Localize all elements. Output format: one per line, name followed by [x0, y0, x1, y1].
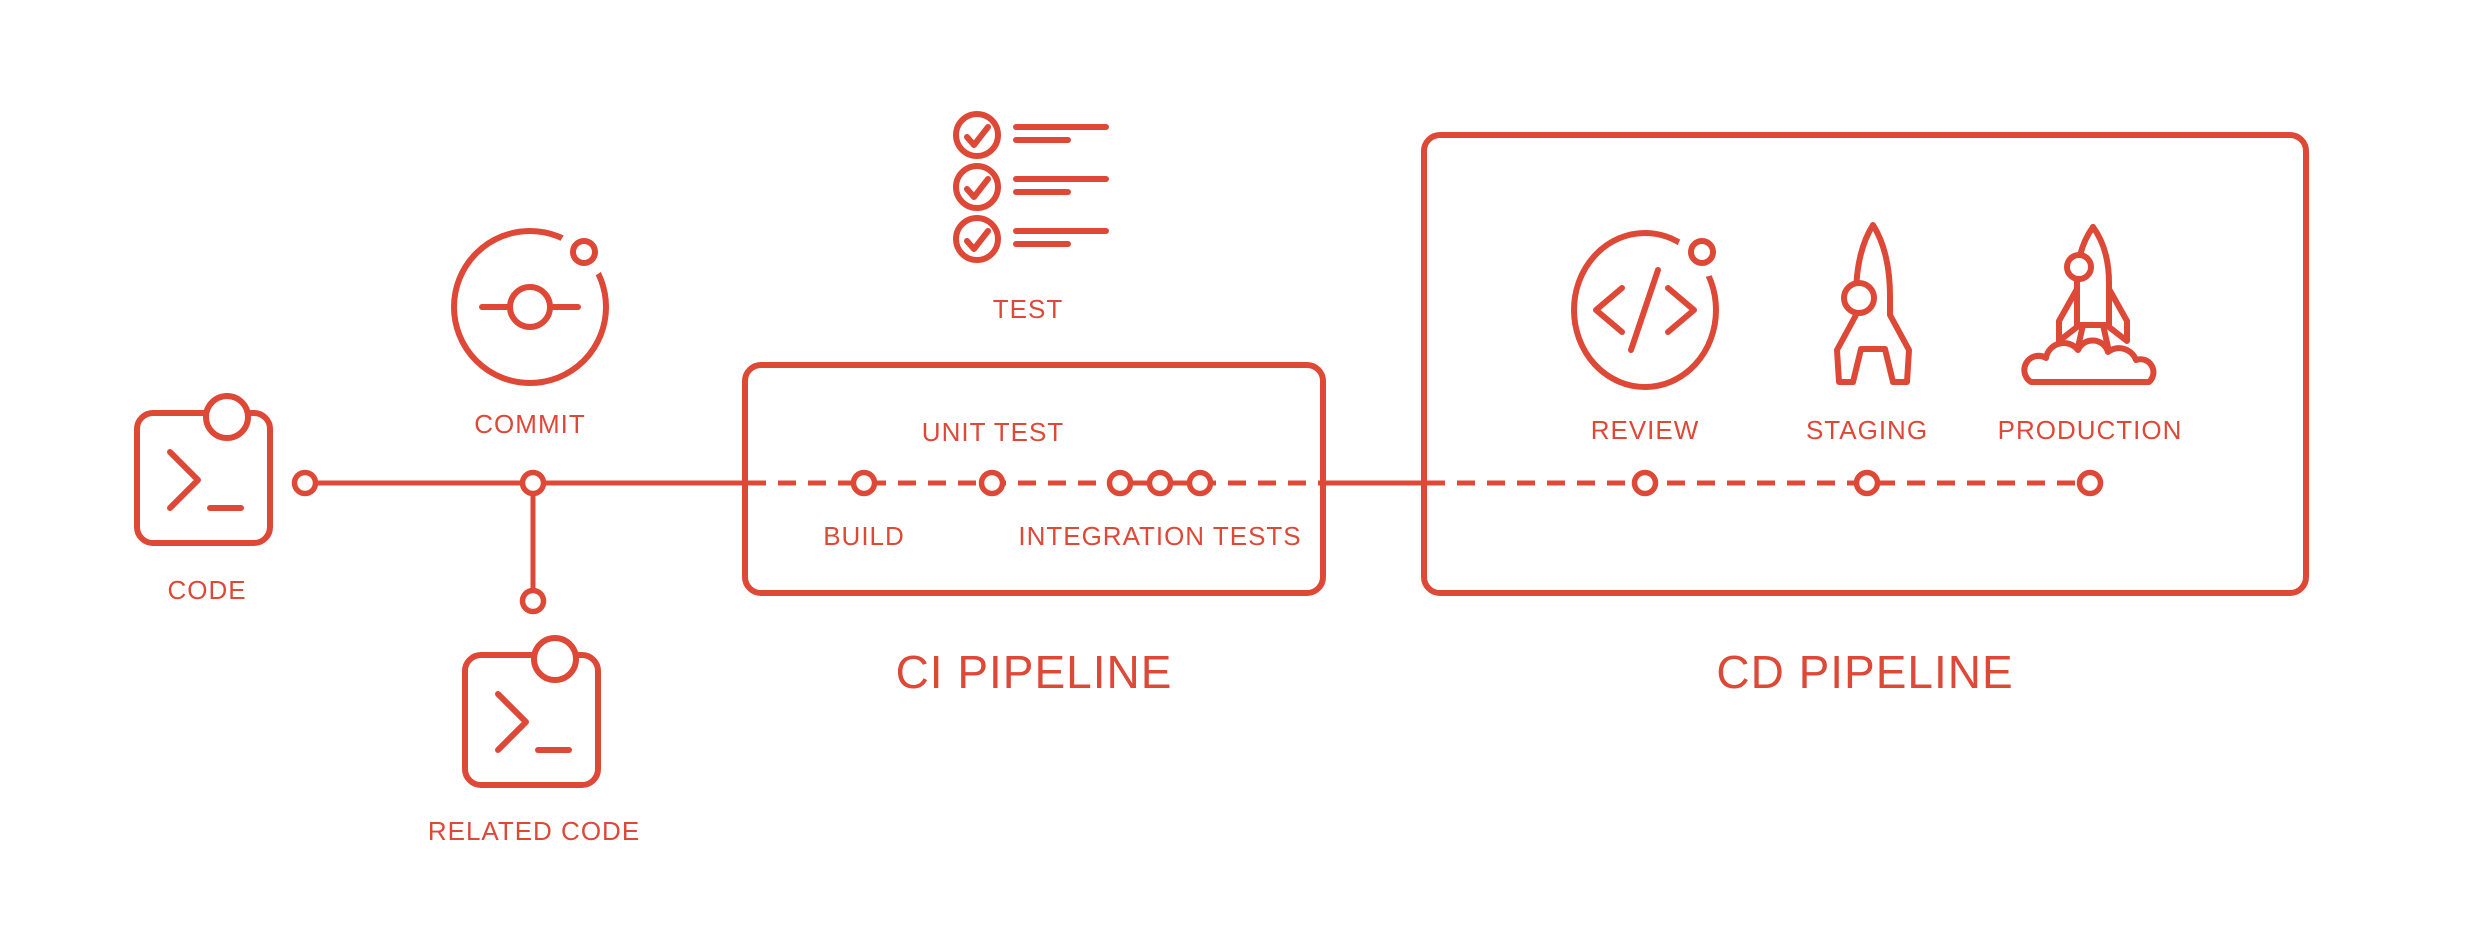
review-code-icon [1571, 227, 1727, 390]
cd-pipeline-box [1421, 132, 2309, 596]
related-code-label: RELATED CODE [428, 816, 640, 846]
production-rocket-launch-icon [2021, 224, 2157, 385]
terminal-frame [462, 652, 601, 788]
check-circle-icon [953, 163, 1001, 211]
related-code-terminal-icon [462, 635, 601, 788]
integration-test-node [1186, 469, 1214, 497]
check-circle-icon [953, 215, 1001, 263]
build-label: BUILD [823, 521, 905, 551]
code-slash [1628, 267, 1661, 353]
rocket-body [1834, 222, 1912, 385]
code-node [291, 469, 319, 497]
staging-label: STAGING [1806, 415, 1928, 445]
production-label: PRODUCTION [1998, 415, 2183, 445]
orbit-circle [451, 228, 609, 386]
test-label: TEST [993, 294, 1063, 324]
terminal-prompt-chevron [167, 449, 201, 511]
terminal-frame [134, 410, 273, 546]
build-node [850, 469, 878, 497]
review-circle [1571, 230, 1719, 390]
review-node [1631, 469, 1659, 497]
orbit-satellite-dot [1688, 238, 1716, 266]
rocket-fin-left [2056, 286, 2080, 344]
integration-test-node [1106, 469, 1134, 497]
code-close-bracket [1665, 285, 1697, 335]
test-checklist-icon [953, 111, 1109, 263]
check-mark [964, 124, 991, 148]
unit-test-node [978, 469, 1006, 497]
integration-test-node [1146, 469, 1174, 497]
production-node [2076, 469, 2104, 497]
staging-rocket-icon [1834, 222, 1912, 385]
rocket-porthole [1841, 280, 1877, 316]
checklist-row [953, 215, 1109, 263]
check-circle-icon [953, 111, 1001, 159]
commit-node [519, 469, 547, 497]
rocket-body-right [2090, 224, 2112, 328]
checklist-row [953, 163, 1109, 211]
related-code-node [519, 587, 547, 615]
code-open-bracket [1593, 285, 1625, 335]
ci-pipeline-title: CI PIPELINE [896, 646, 1173, 698]
code-terminal-icon [134, 393, 273, 546]
commit-label: COMMIT [474, 409, 585, 439]
rocket-fin-right [2106, 286, 2130, 344]
unit-test-label: UNIT TEST [922, 417, 1064, 447]
rocket-porthole [2064, 252, 2094, 282]
commit-orbit-icon [451, 226, 610, 386]
staging-node [1853, 469, 1881, 497]
review-label: REVIEW [1591, 415, 1700, 445]
checklist-row [953, 111, 1109, 159]
launch-cloud [2021, 337, 2157, 385]
check-mark [964, 228, 991, 252]
code-label: CODE [167, 575, 246, 605]
terminal-top-circle [203, 393, 251, 441]
terminal-top-circle [531, 635, 579, 683]
pipeline-nodes [291, 469, 2104, 615]
integration-tests-label: INTEGRATION TESTS [1018, 521, 1301, 551]
terminal-prompt-chevron [495, 691, 529, 753]
commit-dot [507, 284, 553, 330]
ci-pipeline-box [742, 362, 1326, 596]
check-mark [964, 176, 991, 200]
orbit-satellite-dot [570, 238, 598, 266]
cd-pipeline-title: CD PIPELINE [1716, 646, 2013, 698]
